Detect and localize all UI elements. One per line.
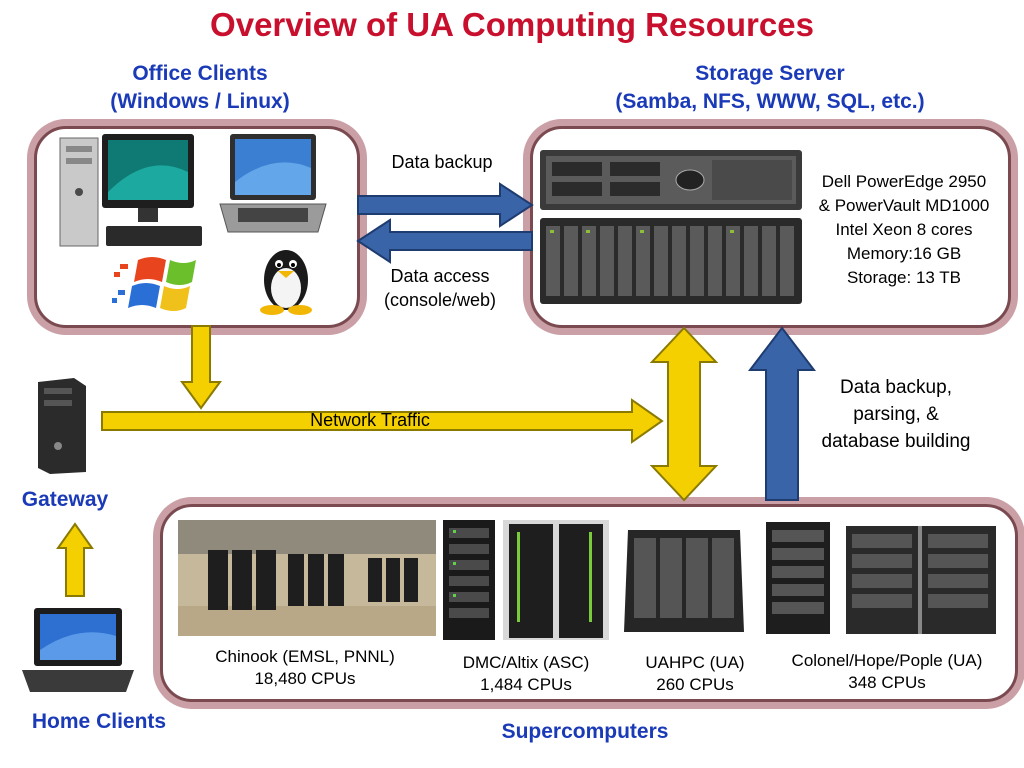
linux-tux-icon: [248, 240, 324, 316]
system-cpus: 348 CPUs: [848, 673, 926, 692]
system-caption-dmc: DMC/Altix (ASC) 1,484 CPUs: [438, 652, 614, 696]
system-cpus: 1,484 CPUs: [480, 675, 572, 694]
network-traffic-label: Network Traffic: [310, 410, 430, 430]
windows-logo-icon: [110, 250, 200, 322]
laptop-icon: [218, 132, 328, 236]
tower-server-icon: [34, 376, 90, 476]
home-to-gateway-arrow: [56, 522, 94, 597]
colonel-rack-image: [766, 522, 830, 634]
network-traffic-arrow: [101, 398, 664, 444]
storage-server-title: Storage Server: [695, 62, 845, 85]
system-caption-colonel: Colonel/Hope/Pople (UA) 348 CPUs: [770, 650, 1004, 694]
backup-parsing-line-2: parsing, &: [853, 404, 939, 425]
data-backup-label: Data backup: [391, 152, 493, 172]
office-clients-header: Office Clients (Windows / Linux): [60, 60, 340, 116]
data-backup-arrow: [357, 182, 534, 228]
storage-supercomputer-double-arrow: [649, 326, 719, 502]
spec-line: & PowerVault MD1000: [818, 196, 990, 215]
data-access-arrow: [356, 218, 533, 264]
spec-line: Memory:16 GB: [846, 244, 962, 263]
office-clients-subtitle: (Windows / Linux): [110, 90, 290, 113]
backup-parsing-line-1: Data backup,: [840, 377, 952, 398]
spec-line: Intel Xeon 8 cores: [835, 220, 973, 239]
system-name: Colonel/Hope/Pople (UA): [791, 651, 983, 670]
system-caption-uahpc: UAHPC (UA) 260 CPUs: [618, 652, 772, 696]
spec-line: Dell PowerEdge 2950: [821, 172, 987, 191]
uahpc-rack-image: [620, 524, 748, 636]
office-clients-title: Office Clients: [132, 62, 268, 85]
gateway-label: Gateway: [21, 488, 109, 511]
storage-specs: Dell PowerEdge 2950 & PowerVault MD1000 …: [802, 170, 1006, 290]
system-cpus: 260 CPUs: [656, 675, 734, 694]
hope-pople-rack-image: [846, 526, 996, 634]
system-caption-chinook: Chinook (EMSL, PNNL) 18,480 CPUs: [180, 646, 430, 690]
home-clients-label: Home Clients: [31, 710, 167, 733]
office-down-arrow: [180, 325, 222, 410]
storage-server-subtitle: (Samba, NFS, WWW, SQL, etc.): [615, 90, 925, 113]
storage-server-header: Storage Server (Samba, NFS, WWW, SQL, et…: [560, 60, 980, 116]
home-laptop-icon: [20, 606, 136, 694]
dmc-rack-image-1: [443, 520, 495, 640]
spec-line: Storage: 13 TB: [846, 268, 962, 287]
system-name: DMC/Altix (ASC): [462, 653, 590, 672]
storage-array-icon: [540, 218, 802, 304]
desktop-pc-icon: [58, 132, 208, 254]
backup-parsing-label: Data backup, parsing, & database buildin…: [796, 374, 996, 455]
supercomputers-label: Supercomputers: [501, 720, 669, 743]
data-backup-up-arrow: [747, 326, 817, 501]
system-name: Chinook (EMSL, PNNL): [215, 647, 395, 666]
backup-parsing-line-3: database building: [821, 431, 971, 452]
data-access-line-1: Data access: [390, 266, 490, 286]
page-title: Overview of UA Computing Resources: [210, 6, 814, 43]
data-access-line-2: (console/web): [383, 290, 497, 310]
dmc-rack-image-2: [503, 520, 609, 640]
rack-server-icon: [540, 150, 802, 210]
data-access-label: Data access (console/web): [355, 264, 525, 312]
system-name: UAHPC (UA): [645, 653, 745, 672]
system-cpus: 18,480 CPUs: [254, 669, 356, 688]
chinook-datacenter-image: [178, 520, 436, 636]
